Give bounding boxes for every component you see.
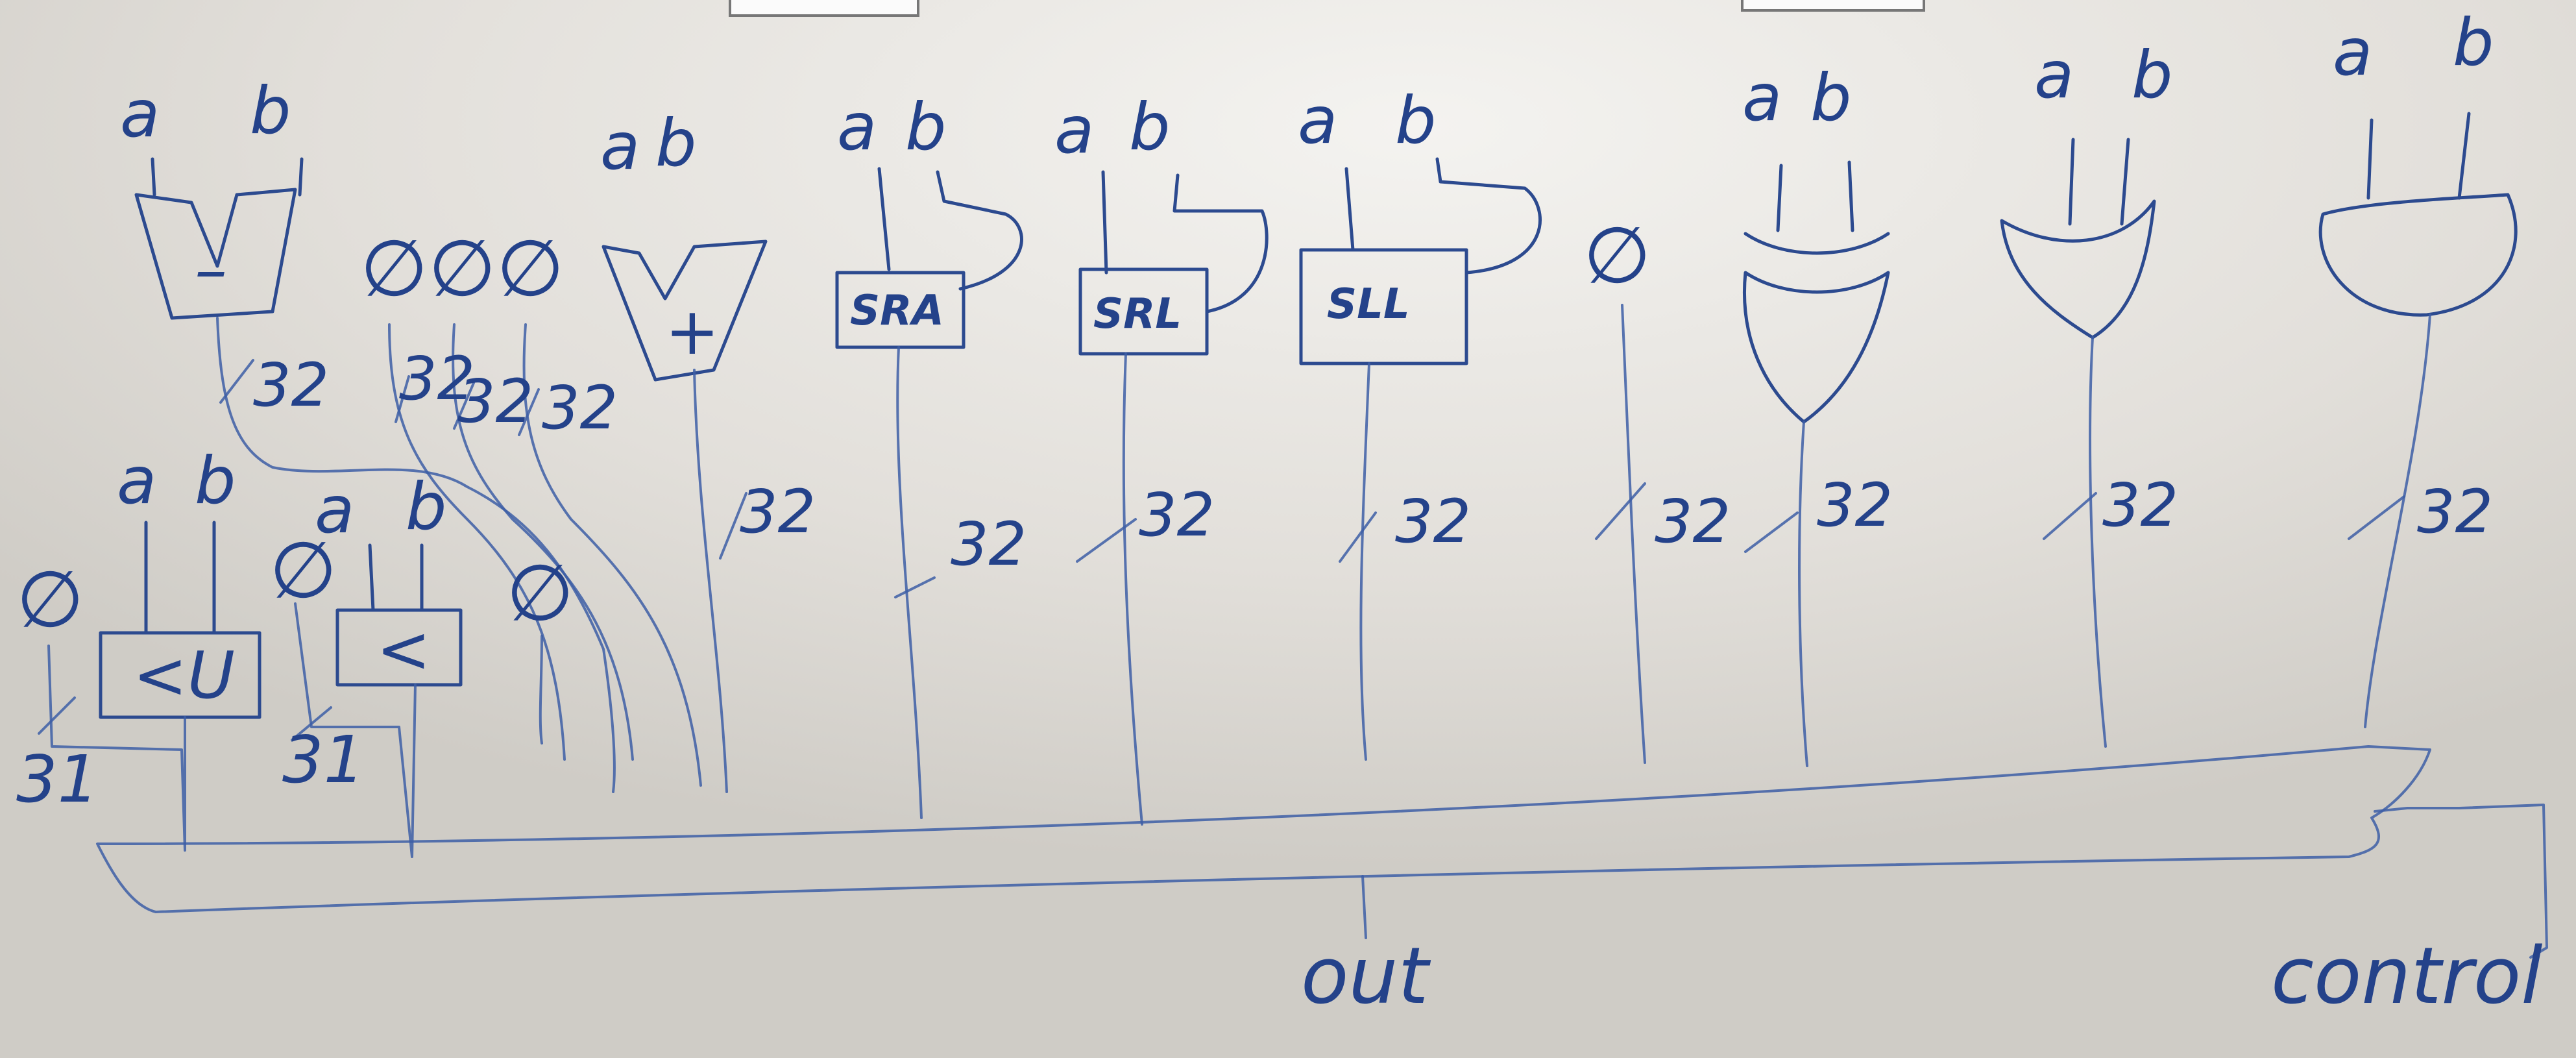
width-label-32: 32 <box>1139 480 1215 550</box>
xor-gate: a b 32 <box>1742 60 1893 767</box>
input-a-label: a <box>2034 37 2074 113</box>
input-a-label: a <box>1298 82 1337 158</box>
subtractor-block: a b – 32 <box>120 73 616 793</box>
input-b-label: b <box>655 105 696 181</box>
zero-constant: ∅ <box>506 548 574 639</box>
input-b-label: b <box>2453 5 2494 80</box>
subtract-symbol: – <box>195 232 227 308</box>
width-label-32: 32 <box>399 344 475 413</box>
width-label-31: 31 <box>282 722 365 798</box>
width-label-32: 32 <box>1655 487 1731 556</box>
less-label: < <box>376 611 431 687</box>
input-b-label: b <box>1810 60 1851 136</box>
subtract-wire <box>216 317 616 793</box>
sra-block: a b SRA 32 <box>835 89 1027 819</box>
subtractor-shape <box>134 188 297 320</box>
width-label-32: 32 <box>2102 471 2178 540</box>
width-label-32: 32 <box>1817 471 1893 540</box>
sll-label: SLL <box>1327 280 1410 328</box>
input-a-label: a <box>117 443 156 519</box>
input-b-label: b <box>905 89 946 165</box>
input-a-label: a <box>600 108 640 184</box>
zero-constant: ∅ <box>16 555 84 645</box>
srl-box <box>1078 267 1209 356</box>
input-a-label: a <box>2333 14 2372 90</box>
mux-shape <box>96 745 2431 913</box>
width-label-32: 32 <box>951 510 1027 579</box>
sll-box <box>1299 248 1468 365</box>
and-shape <box>2318 193 2518 317</box>
zero-constant: ∅ <box>360 224 428 314</box>
less-unsigned-block: a b <U ∅ 31 <box>16 443 261 852</box>
or-gate: a b 32 <box>2000 37 2178 748</box>
output-mux: out control <box>96 745 2548 1022</box>
input-b-label: b <box>195 443 236 519</box>
input-b-label: b <box>250 73 291 149</box>
input-a-label: a <box>837 89 877 165</box>
width-label-32: 32 <box>457 367 533 436</box>
zero-constant: ∅ <box>496 224 565 314</box>
input-b-label: b <box>1129 89 1170 165</box>
input-a-label: a <box>120 76 160 152</box>
zero-constant: ∅ <box>428 224 496 314</box>
adder-block: a b + 32 <box>600 105 816 793</box>
add-symbol: + <box>665 293 720 369</box>
mux-select-label: control <box>2271 931 2543 1022</box>
sll-block: a b SLL 32 <box>1298 82 1542 761</box>
sra-box <box>835 271 966 349</box>
less-box <box>335 608 463 687</box>
width-label-32: 32 <box>740 477 816 547</box>
width-label-31: 31 <box>16 741 99 817</box>
adder-shape <box>601 240 768 382</box>
width-label-32: 32 <box>542 373 618 443</box>
less-unsigned-box <box>99 631 261 719</box>
input-b-label: b <box>1395 82 1436 158</box>
input-b-label: b <box>406 469 446 545</box>
input-a-label: a <box>1742 60 1782 136</box>
srl-block: a b SRL 32 <box>1054 89 1269 826</box>
zero-input: ∅ <box>506 548 574 744</box>
less-signed-block: a b < ∅ 31 <box>269 469 463 858</box>
board-magnet <box>1741 0 1925 12</box>
width-label-32: 32 <box>1395 487 1471 556</box>
and-gate: a b 32 <box>2318 5 2518 728</box>
less-unsigned-label: <U <box>133 637 235 713</box>
mux-output-label: out <box>1301 931 1431 1022</box>
width-label-32: 32 <box>253 351 329 420</box>
zero-constant: ∅ <box>269 526 337 616</box>
srl-label: SRL <box>1093 290 1182 338</box>
board-magnet <box>729 0 919 17</box>
input-a-label: a <box>1054 92 1094 168</box>
xor-shape <box>1742 271 1890 424</box>
zero-input: ∅ 32 <box>1583 211 1731 764</box>
input-b-label: b <box>2132 37 2172 113</box>
width-label-32: 32 <box>2417 477 2493 547</box>
input-a-label: a <box>315 472 354 548</box>
or-shape <box>2000 199 2156 339</box>
zero-inputs: ∅ ∅ ∅ 32 32 32 <box>360 224 702 787</box>
zero-constant: ∅ <box>1583 211 1651 301</box>
sra-label: SRA <box>850 287 944 335</box>
